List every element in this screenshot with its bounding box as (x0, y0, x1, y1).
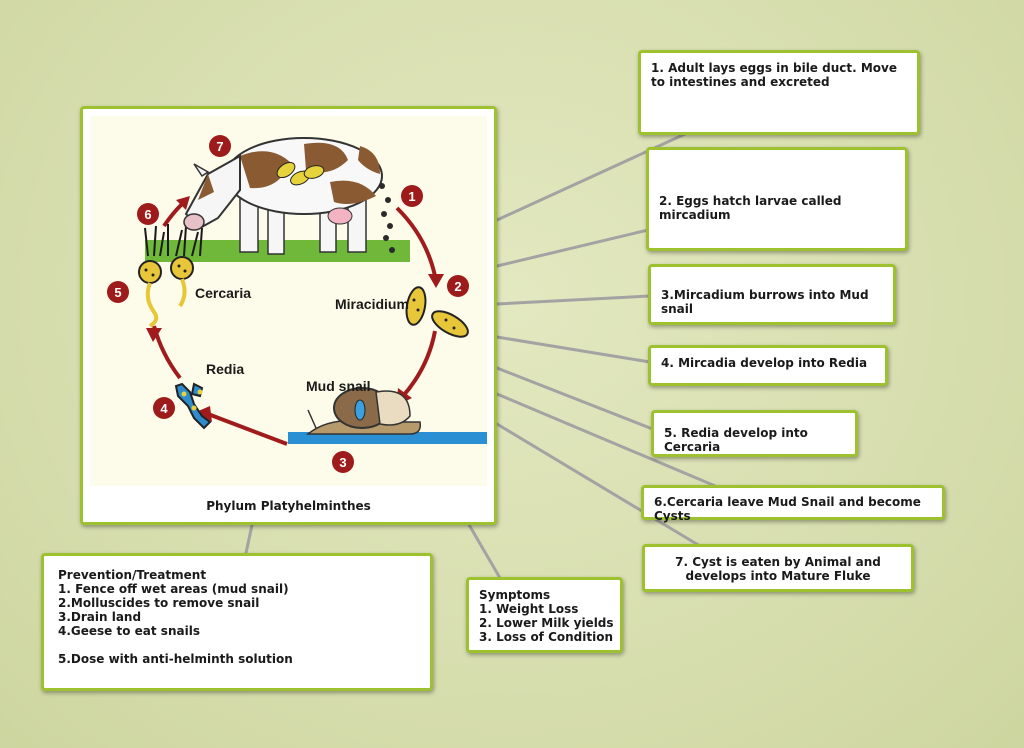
step-text-5: 5. Redia develop into Cercaria (664, 426, 808, 454)
snail-icon (305, 387, 422, 435)
central-topic[interactable]: Cercaria Miracidium Redia Mud snail 1 2 … (80, 106, 497, 525)
step-node-2[interactable]: 2. Eggs hatch larvae called mircadium (646, 147, 908, 251)
prevention-item-3: 3.Drain land (58, 610, 142, 624)
stage-badge-3: 3 (339, 455, 346, 470)
life-cycle-figure: Cercaria Miracidium Redia Mud snail 1 2 … (90, 116, 487, 486)
prevention-item-4: 4.Geese to eat snails (58, 624, 200, 638)
arrow-6-to-7 (162, 202, 184, 228)
symptoms-heading: Symptoms (479, 588, 551, 602)
step-node-3[interactable]: 3.Mircadium burrows into Mud snail (648, 264, 896, 325)
symptoms-node[interactable]: Symptoms 1. Weight Loss 2. Lower Milk yi… (466, 577, 623, 653)
label-miracidium: Miracidium (335, 296, 409, 312)
prevention-item-5: 5.Dose with anti-helminth solution (58, 652, 293, 666)
water (288, 432, 487, 444)
step-node-5[interactable]: 5. Redia develop into Cercaria (651, 410, 858, 457)
label-redia: Redia (206, 361, 244, 377)
liver-fluke-life-cycle: Cercaria Miracidium Redia Mud snail 1 2 … (107, 135, 487, 473)
step-text-1: 1. Adult lays eggs in bile duct. Move to… (651, 61, 897, 89)
stage-badge-4: 4 (160, 401, 168, 416)
prevention-treatment-node[interactable]: Prevention/Treatment 1. Fence off wet ar… (41, 553, 433, 691)
arrow-1-to-2 (395, 206, 437, 277)
step-text-4: 4. Mircadia develop into Redia (661, 356, 868, 370)
arrow-2-to-3 (401, 330, 437, 398)
prevention-item-2: 2.Molluscides to remove snail (58, 596, 260, 610)
cercaria-icon (138, 256, 194, 328)
step-text-3: 3.Mircadium burrows into Mud snail (661, 288, 869, 316)
step-node-1[interactable]: 1. Adult lays eggs in bile duct. Move to… (638, 50, 920, 135)
label-mud-snail: Mud snail (306, 378, 371, 394)
step-node-4[interactable]: 4. Mircadia develop into Redia (648, 345, 888, 386)
symptom-item-1: 1. Weight Loss (479, 602, 579, 616)
stage-badge-2: 2 (454, 279, 461, 294)
step-node-7[interactable]: 7. Cyst is eaten by Animal and develops … (642, 544, 914, 592)
stage-badge-1: 1 (408, 189, 415, 204)
grass-tufts (144, 224, 203, 257)
step-text-2: 2. Eggs hatch larvae called mircadium (659, 194, 842, 222)
central-caption: Phylum Platyhelminthes (206, 499, 371, 513)
redia-icon (174, 382, 212, 430)
step-text-7: 7. Cyst is eaten by Animal and develops … (675, 555, 881, 583)
label-cercaria: Cercaria (195, 285, 251, 301)
egg-droppings (379, 183, 395, 253)
prevention-spacer (58, 638, 416, 652)
prevention-heading: Prevention/Treatment (58, 568, 207, 582)
stage-badge-5: 5 (114, 285, 121, 300)
prevention-item-1: 1. Fence off wet areas (mud snail) (58, 582, 289, 596)
stage-badge-7: 7 (216, 139, 223, 154)
miracidium-icon (405, 286, 469, 338)
arrow-3-to-4 (207, 412, 288, 446)
step-text-6: 6.Cercaria leave Mud Snail and become Cy… (654, 495, 921, 523)
symptom-item-2: 2. Lower Milk yields (479, 616, 614, 630)
symptom-item-3: 3. Loss of Condition (479, 630, 614, 644)
cow-icon (183, 137, 383, 255)
stage-badge-6: 6 (144, 207, 151, 222)
step-node-6[interactable]: 6.Cercaria leave Mud Snail and become Cy… (641, 485, 945, 523)
